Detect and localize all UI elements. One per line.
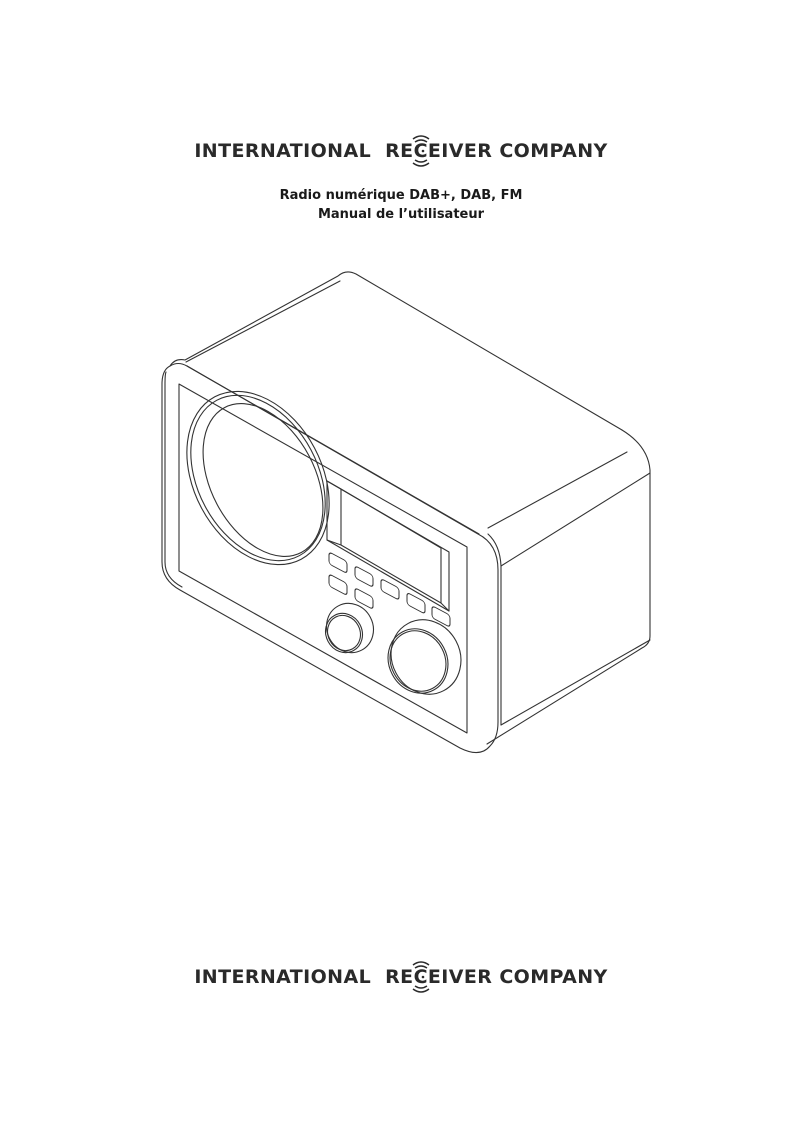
volume-knob <box>324 602 375 654</box>
manual-title: Manual de l’utilisateur <box>317 207 485 222</box>
product-title: Radio numérique DAB+, DAB, FM <box>279 188 523 203</box>
lcd-display <box>326 480 450 612</box>
signal-waves-icon <box>412 961 430 993</box>
tuning-knob <box>387 619 462 695</box>
logo-word-international: INTERNATIONAL <box>194 140 372 162</box>
logo-word-company: COMPANY <box>499 140 608 162</box>
logo-word-company: COMPANY <box>499 966 608 988</box>
radio-front-panel <box>178 383 468 734</box>
radio-side-face <box>486 429 651 745</box>
radio-front-frame <box>161 362 499 754</box>
signal-waves-icon <box>412 135 430 167</box>
front-buttons <box>328 552 451 627</box>
radio-top-face <box>169 271 623 535</box>
logo-word-international: INTERNATIONAL <box>194 966 372 988</box>
speaker-grille <box>186 390 330 566</box>
